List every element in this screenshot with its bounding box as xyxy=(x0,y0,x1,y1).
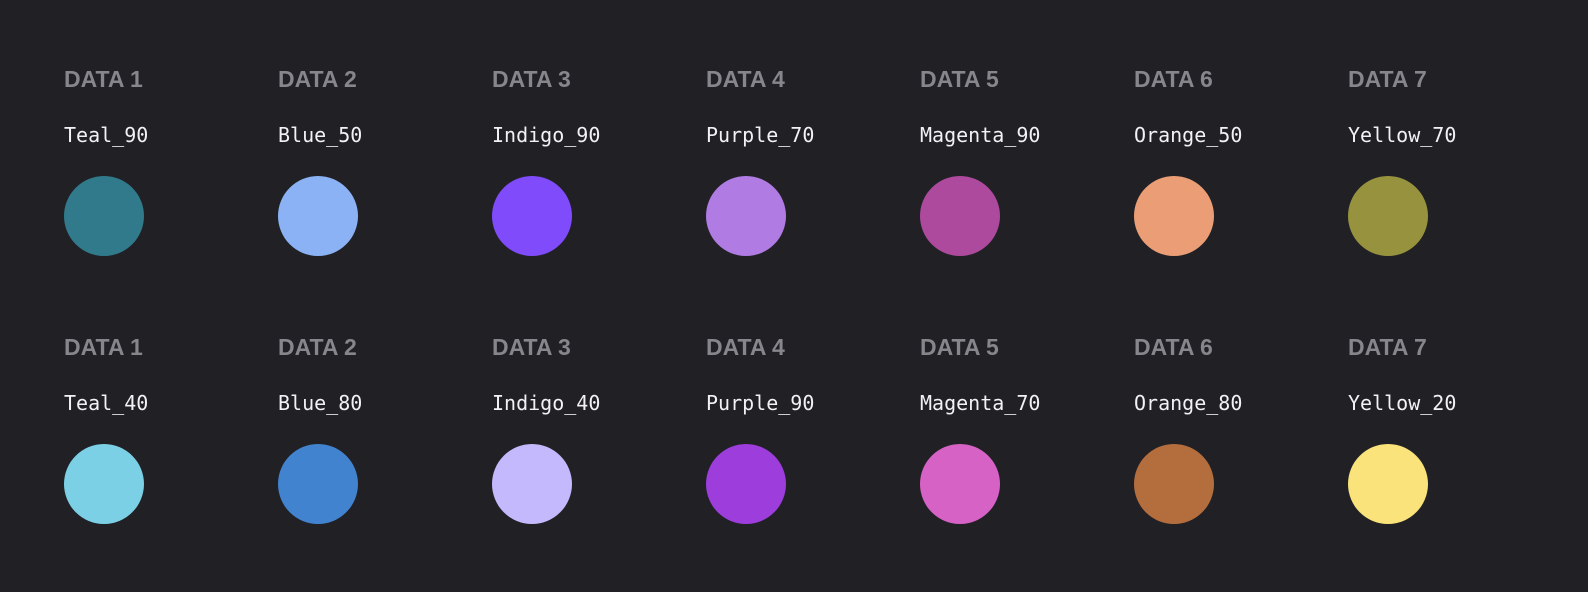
swatch-card: DATA 1 Teal_90 xyxy=(64,64,278,256)
data-label: DATA 1 xyxy=(64,66,143,92)
color-swatch xyxy=(706,176,786,256)
data-label: DATA 6 xyxy=(1134,334,1213,360)
color-token-name: Magenta_70 xyxy=(920,391,1041,415)
data-label: DATA 6 xyxy=(1134,66,1213,92)
color-token-name: Orange_80 xyxy=(1134,391,1243,415)
color-swatch xyxy=(920,444,1000,524)
data-label: DATA 7 xyxy=(1348,66,1427,92)
swatch-card: DATA 3 Indigo_40 xyxy=(492,332,706,524)
data-label: DATA 1 xyxy=(64,334,143,360)
swatch-card: DATA 6 Orange_80 xyxy=(1134,332,1348,524)
color-swatch xyxy=(492,444,572,524)
color-swatch xyxy=(278,444,358,524)
color-swatch xyxy=(64,444,144,524)
data-label: DATA 2 xyxy=(278,66,357,92)
color-token-name: Indigo_40 xyxy=(492,391,601,415)
color-token-name: Blue_50 xyxy=(278,123,363,147)
data-label: DATA 7 xyxy=(1348,334,1427,360)
color-token-name: Blue_80 xyxy=(278,391,363,415)
palette-row-2: DATA 1 Teal_40 DATA 2 Blue_80 DATA 3 Ind… xyxy=(64,332,1562,524)
swatch-card: DATA 7 Yellow_70 xyxy=(1348,64,1562,256)
color-token-name: Indigo_90 xyxy=(492,123,601,147)
color-token-name: Teal_90 xyxy=(64,123,149,147)
color-token-name: Teal_40 xyxy=(64,391,149,415)
data-label: DATA 4 xyxy=(706,334,785,360)
swatch-card: DATA 4 Purple_70 xyxy=(706,64,920,256)
data-label: DATA 4 xyxy=(706,66,785,92)
color-token-name: Purple_70 xyxy=(706,123,815,147)
swatch-card: DATA 5 Magenta_90 xyxy=(920,64,1134,256)
color-token-name: Purple_90 xyxy=(706,391,815,415)
color-swatch xyxy=(492,176,572,256)
color-swatch xyxy=(1134,176,1214,256)
data-label: DATA 3 xyxy=(492,334,571,360)
color-token-name: Orange_50 xyxy=(1134,123,1243,147)
swatch-card: DATA 2 Blue_50 xyxy=(278,64,492,256)
color-token-name: Magenta_90 xyxy=(920,123,1041,147)
swatch-card: DATA 7 Yellow_20 xyxy=(1348,332,1562,524)
data-label: DATA 2 xyxy=(278,334,357,360)
color-swatch xyxy=(1134,444,1214,524)
data-label: DATA 5 xyxy=(920,334,999,360)
color-swatch xyxy=(1348,444,1428,524)
swatch-card: DATA 1 Teal_40 xyxy=(64,332,278,524)
color-swatch xyxy=(706,444,786,524)
color-swatch xyxy=(920,176,1000,256)
swatch-card: DATA 3 Indigo_90 xyxy=(492,64,706,256)
color-swatch xyxy=(278,176,358,256)
color-swatch xyxy=(1348,176,1428,256)
color-swatch xyxy=(64,176,144,256)
data-label: DATA 5 xyxy=(920,66,999,92)
swatch-card: DATA 6 Orange_50 xyxy=(1134,64,1348,256)
swatch-card: DATA 4 Purple_90 xyxy=(706,332,920,524)
color-token-name: Yellow_20 xyxy=(1348,391,1457,415)
data-label: DATA 3 xyxy=(492,66,571,92)
swatch-card: DATA 5 Magenta_70 xyxy=(920,332,1134,524)
swatch-card: DATA 2 Blue_80 xyxy=(278,332,492,524)
palette-row-1: DATA 1 Teal_90 DATA 2 Blue_50 DATA 3 Ind… xyxy=(64,64,1562,256)
color-token-name: Yellow_70 xyxy=(1348,123,1457,147)
